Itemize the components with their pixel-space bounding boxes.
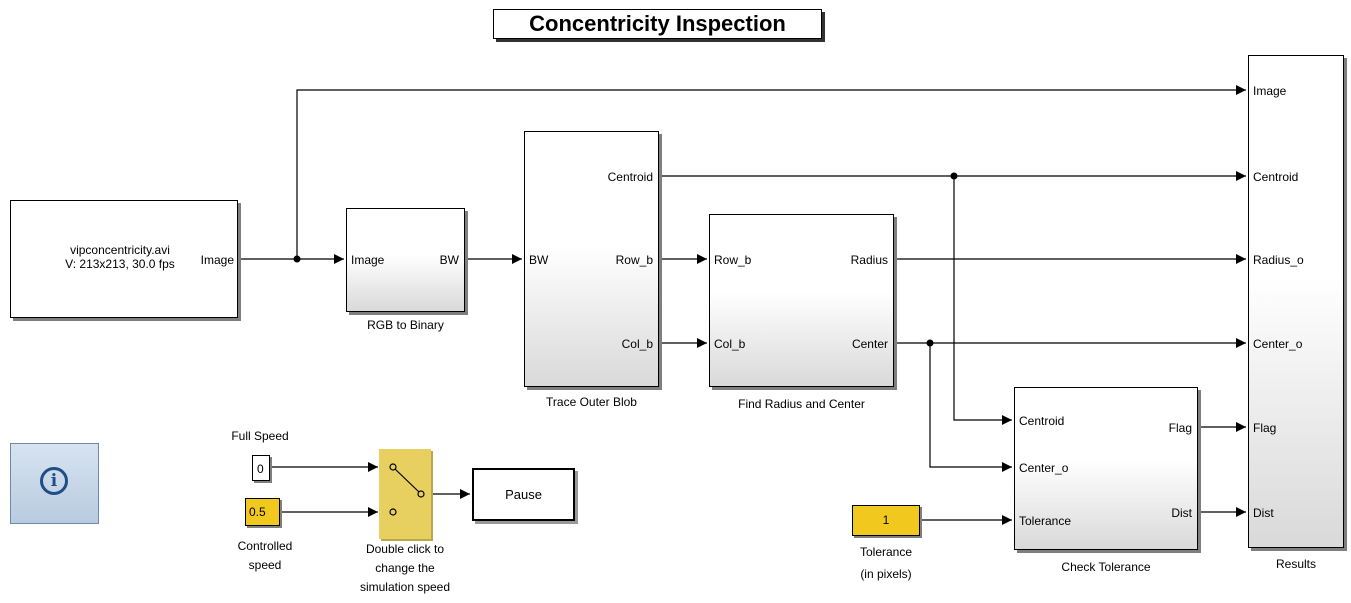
switch-caption-3: simulation speed — [359, 580, 451, 594]
check-tolerance-caption: Check Tolerance — [1061, 560, 1151, 574]
full-speed-constant[interactable]: 0 — [252, 455, 270, 481]
controlled-speed-constant[interactable]: 0.5 — [245, 498, 280, 526]
results-dist-port: Dist — [1253, 506, 1274, 520]
results-centroid-port: Centroid — [1253, 170, 1299, 184]
info-icon: i — [40, 467, 68, 495]
video-source-block[interactable]: vipconcentricity.avi V: 213x213, 30.0 fp… — [10, 200, 238, 318]
rgb-to-binary-block[interactable]: Image BW — [346, 208, 465, 312]
trace-colb-port: Col_b — [621, 337, 653, 351]
results-flag-port: Flag — [1253, 421, 1277, 435]
findradius-center-port: Center — [851, 337, 888, 351]
pause-label: Pause — [505, 487, 542, 502]
results-center-port: Center_o — [1253, 337, 1303, 351]
check-center-port: Center_o — [1019, 461, 1069, 475]
results-block[interactable]: Image Centroid Radius_o Center_o Flag Di… — [1248, 55, 1344, 548]
check-flag-port: Flag — [1168, 421, 1192, 435]
results-image-port: Image — [1253, 84, 1287, 98]
diagram-title: Concentricity Inspection — [493, 9, 822, 39]
check-tolerance-block[interactable]: Centroid Center_o Tolerance Flag Dist — [1014, 387, 1198, 550]
rgb-to-binary-caption: RGB to Binary — [367, 318, 444, 332]
trace-bw-port: BW — [529, 253, 549, 267]
find-radius-center-caption: Find Radius and Center — [738, 397, 865, 411]
findradius-colb-port: Col_b — [714, 337, 746, 351]
trace-outer-blob-caption: Trace Outer Blob — [546, 395, 637, 409]
source-image-port: Image — [200, 253, 234, 267]
pause-block[interactable]: Pause — [472, 468, 575, 521]
tolerance-label-2: (in pixels) — [860, 567, 912, 581]
controlled-speed-label-2: speed — [248, 558, 282, 572]
full-speed-label: Full Speed — [231, 429, 289, 443]
check-centroid-port: Centroid — [1019, 414, 1065, 428]
switch-caption-2: change the — [375, 561, 435, 575]
results-caption: Results — [1275, 557, 1316, 571]
check-dist-port: Dist — [1171, 506, 1192, 520]
findradius-rowb-port: Row_b — [714, 253, 752, 267]
switch-icon — [389, 463, 425, 516]
controlled-speed-label-1: Controlled — [237, 539, 293, 553]
tolerance-label-1: Tolerance — [859, 545, 913, 559]
source-format: V: 213x213, 30.0 fps — [65, 257, 175, 271]
rgb2bin-image-port: Image — [351, 253, 385, 267]
source-filename: vipconcentricity.avi — [70, 243, 170, 257]
tolerance-constant[interactable]: 1 — [852, 505, 920, 536]
results-radius-port: Radius_o — [1253, 253, 1304, 267]
trace-rowb-port: Row_b — [615, 253, 653, 267]
find-radius-center-block[interactable]: Row_b Col_b Radius Center — [709, 214, 894, 387]
trace-outer-blob-block[interactable]: BW Centroid Row_b Col_b — [524, 131, 659, 387]
check-tolerance-port: Tolerance — [1019, 514, 1072, 528]
trace-centroid-port: Centroid — [607, 170, 653, 184]
rgb2bin-bw-port: BW — [439, 253, 459, 267]
findradius-radius-port: Radius — [850, 253, 888, 267]
switch-caption-1: Double click to — [365, 542, 445, 556]
info-button[interactable]: i — [10, 443, 99, 524]
manual-switch[interactable] — [379, 449, 431, 539]
